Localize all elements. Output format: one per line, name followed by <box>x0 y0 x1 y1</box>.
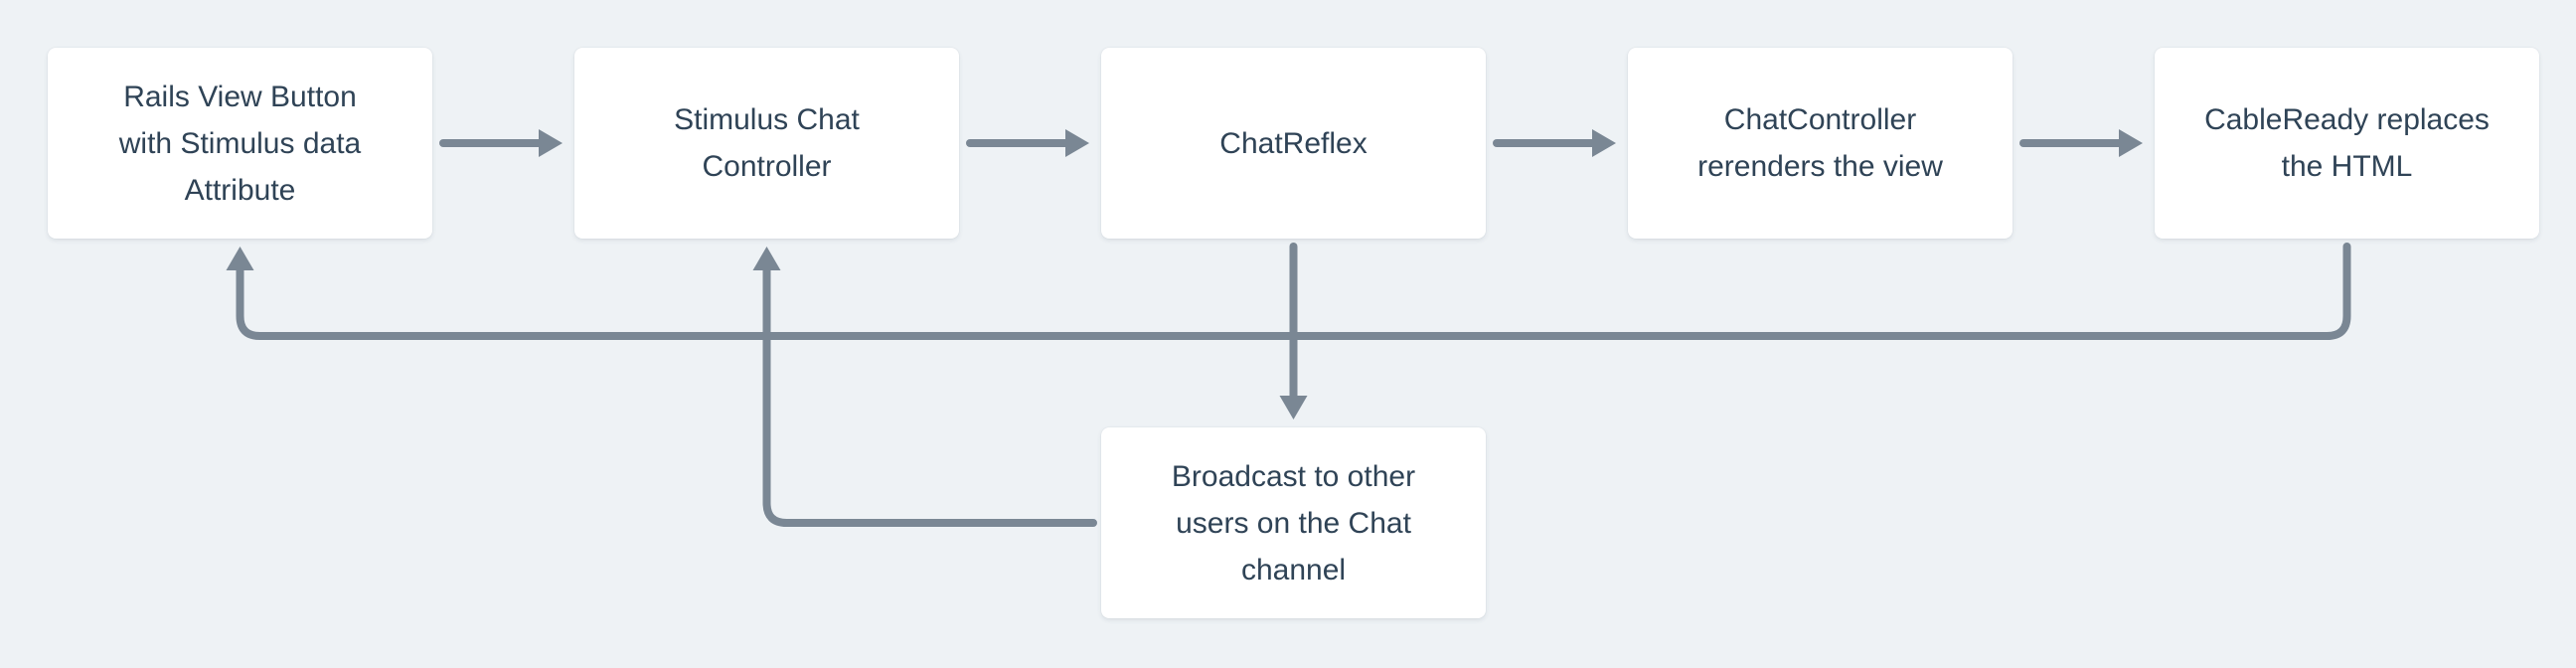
connector-broadcast-to-stimulus-line <box>762 266 1097 527</box>
node-stimulus-chat-controller-label: Stimulus Chat Controller <box>674 103 860 183</box>
node-rails-view-button: Rails View Button with Stimulus data Att… <box>48 48 432 239</box>
node-rails-view-button-label: Rails View Button with Stimulus data Att… <box>118 80 362 207</box>
connector-chatcontroller-to-cableready <box>2019 129 2143 157</box>
connector-cableready-to-rails-arrowhead-icon <box>226 247 254 270</box>
node-chat-reflex-label: ChatReflex <box>1219 126 1368 160</box>
connector-stimulus-to-chatreflex-arrowhead-icon <box>1065 129 1089 157</box>
connector-stimulus-to-chatreflex <box>966 129 1089 157</box>
connector-chatreflex-to-chatcontroller <box>1493 129 1616 157</box>
node-broadcast-chat-channel-label: Broadcast to other users on the Chat cha… <box>1171 459 1416 586</box>
node-cable-ready-replaces: CableReady replaces the HTML <box>2155 48 2539 239</box>
node-chat-controller-rerenders: ChatController rerenders the view <box>1628 48 2012 239</box>
connector-broadcast-to-stimulus <box>752 247 1097 527</box>
connector-chatreflex-to-chatcontroller-arrowhead-icon <box>1592 129 1616 157</box>
connector-cableready-to-rails <box>226 243 2351 340</box>
connector-rails-to-stimulus-arrowhead-icon <box>539 129 563 157</box>
node-chat-controller-rerenders-label: ChatController rerenders the view <box>1697 103 1943 183</box>
connector-chatreflex-to-broadcast <box>1279 243 1308 419</box>
node-cable-ready-replaces-label: CableReady replaces the HTML <box>2204 103 2490 183</box>
connector-rails-to-stimulus <box>439 129 563 157</box>
node-chat-reflex: ChatReflex <box>1101 48 1486 239</box>
node-broadcast-chat-channel: Broadcast to other users on the Chat cha… <box>1101 427 1486 618</box>
connector-chatcontroller-to-cableready-arrowhead-icon <box>2119 129 2143 157</box>
connector-chatreflex-to-broadcast-arrowhead-icon <box>1279 396 1308 419</box>
node-stimulus-chat-controller: Stimulus Chat Controller <box>574 48 959 239</box>
connector-broadcast-to-stimulus-arrowhead-icon <box>752 247 781 270</box>
